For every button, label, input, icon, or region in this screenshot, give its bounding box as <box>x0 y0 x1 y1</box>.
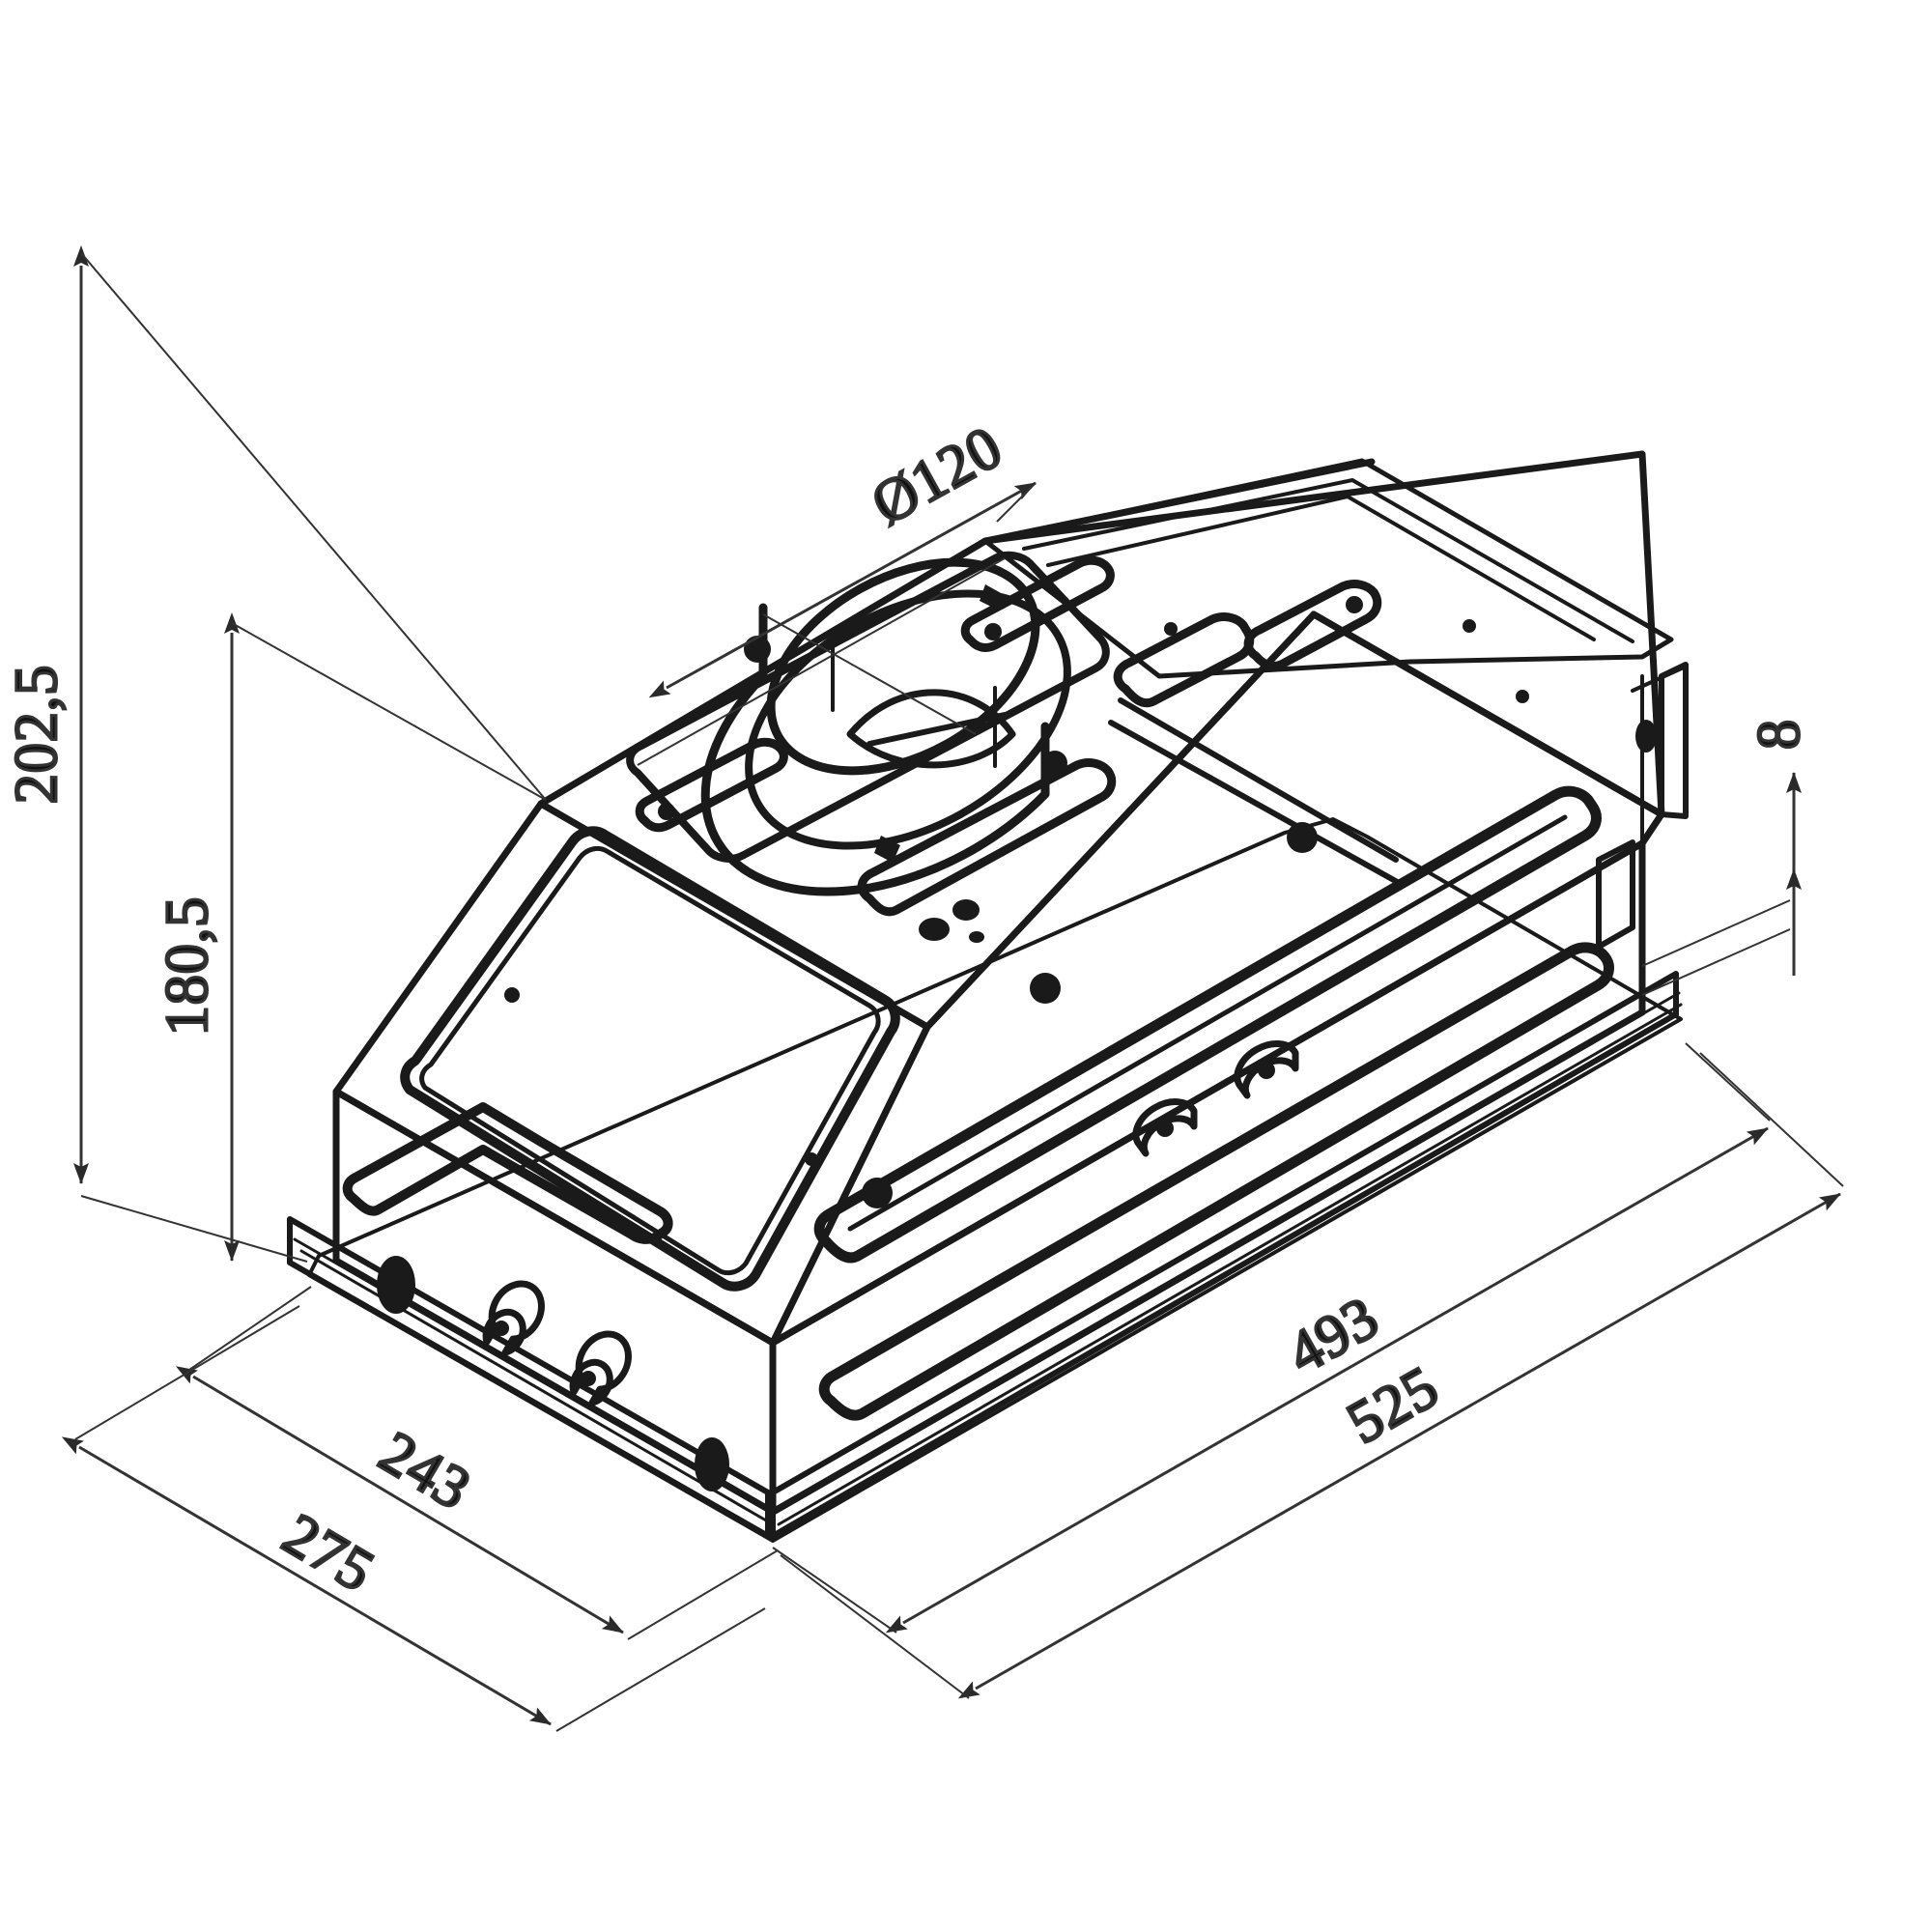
dim-width-inner <box>772 1042 1771 1634</box>
rear-top-panel <box>982 458 1674 679</box>
front-right-wall <box>769 839 1646 1516</box>
dim-duct-diameter <box>637 481 1037 766</box>
deck-rivets <box>1030 619 1529 1004</box>
right-end-tab <box>1596 839 1635 950</box>
dim-label-d120: Ø120 <box>862 413 1013 537</box>
dim-flange-thickness <box>1641 772 1802 996</box>
dim-label-243: 243 <box>369 1419 482 1522</box>
dim-label-180-5: 180,5 <box>155 896 220 1037</box>
left-wall-hole-b <box>695 1437 729 1492</box>
dim-depth-outer <box>61 1305 766 1732</box>
front-right-recess <box>813 785 1602 1264</box>
hood-body-group <box>287 450 1689 1543</box>
left-wall-hole-a <box>377 1256 415 1314</box>
dim-label-8: 8 <box>1747 719 1812 750</box>
right-end-corner <box>1631 662 1689 845</box>
top-deck <box>537 450 1665 1031</box>
keyhole-mount-b <box>1234 1040 1299 1099</box>
keyhole-mount-left-a <box>482 1280 545 1356</box>
dim-width-outer <box>780 1052 1844 1699</box>
dim-body-height <box>224 612 547 1262</box>
dim-label-525: 525 <box>1337 1353 1450 1456</box>
deck-slot-mid-long <box>857 758 1117 917</box>
dim-label-202-5: 202,5 <box>4 665 70 805</box>
dim-overall-height <box>73 245 547 1263</box>
deck-holes <box>919 899 984 943</box>
rear-deck-ridge <box>1108 697 1404 887</box>
dim-label-493: 493 <box>1277 1284 1390 1386</box>
deck-slot-left <box>635 737 788 833</box>
right-wall-recess <box>818 942 1614 1421</box>
left-wall-slot <box>342 1102 673 1244</box>
deck-slot-right-b <box>1243 580 1382 670</box>
deck-slot-right-a <box>1113 612 1255 708</box>
dim-label-275: 275 <box>272 1501 385 1605</box>
